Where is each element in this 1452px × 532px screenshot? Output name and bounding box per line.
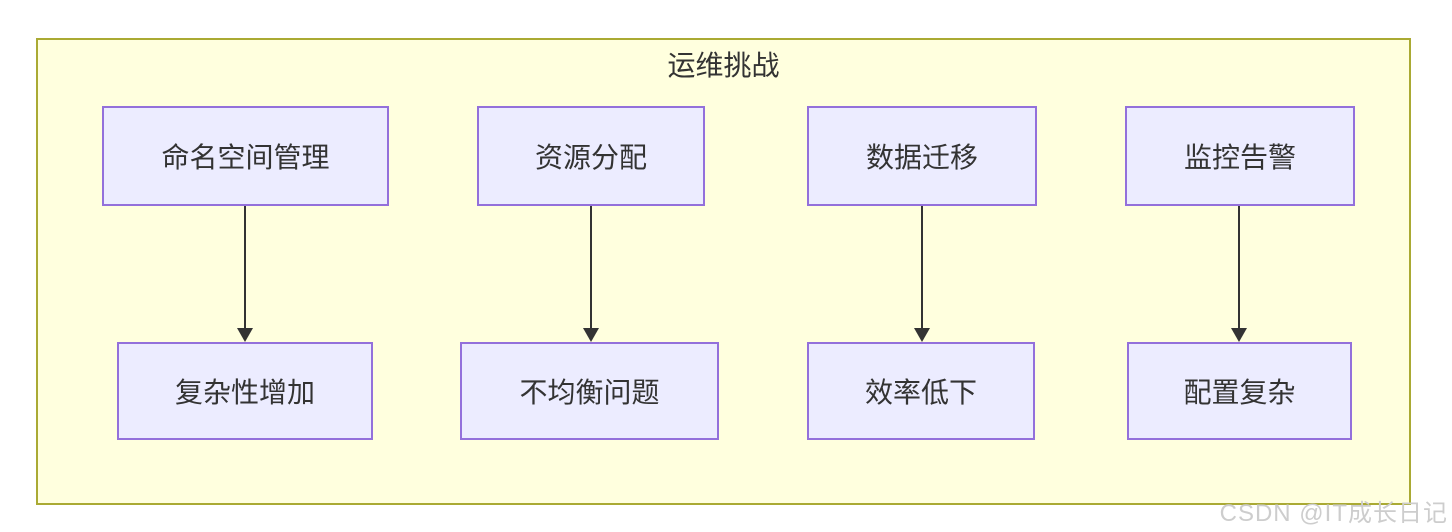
- node-data-migration: 数据迁移: [807, 106, 1037, 206]
- node-label: 配置复杂: [1183, 377, 1296, 408]
- arrow-line: [244, 206, 246, 328]
- node-label: 命名空间管理: [161, 142, 330, 173]
- arrow-line: [921, 206, 923, 328]
- node-label: 监控告警: [1183, 142, 1296, 173]
- arrowhead-icon: [583, 328, 599, 342]
- node-monitoring-alert: 监控告警: [1125, 106, 1355, 206]
- arrowhead-icon: [237, 328, 253, 342]
- arrow-down-icon: [914, 206, 930, 342]
- node-label: 复杂性增加: [174, 377, 315, 408]
- node-config-complexity: 配置复杂: [1127, 342, 1352, 440]
- node-low-efficiency: 效率低下: [807, 342, 1035, 440]
- cluster-title: 运维挑战: [667, 50, 780, 81]
- arrow-line: [590, 206, 592, 328]
- node-label: 效率低下: [864, 377, 977, 408]
- csdn-watermark: CSDN @IT成长日记: [1219, 500, 1448, 527]
- node-label: 资源分配: [534, 142, 647, 173]
- arrow-down-icon: [583, 206, 599, 342]
- node-complexity-increase: 复杂性增加: [117, 342, 373, 440]
- node-label: 不均衡问题: [519, 377, 660, 408]
- arrowhead-icon: [1231, 328, 1247, 342]
- arrow-down-icon: [237, 206, 253, 342]
- cluster-ops-challenges: 运维挑战 命名空间管理 资源分配 数据迁移 监控告警: [36, 38, 1411, 505]
- node-namespace-management: 命名空间管理: [102, 106, 389, 206]
- node-imbalance-problem: 不均衡问题: [460, 342, 719, 440]
- arrowhead-icon: [914, 328, 930, 342]
- node-resource-allocation: 资源分配: [477, 106, 705, 206]
- node-label: 数据迁移: [865, 142, 978, 173]
- arrow-down-icon: [1231, 206, 1247, 342]
- arrow-line: [1238, 206, 1240, 328]
